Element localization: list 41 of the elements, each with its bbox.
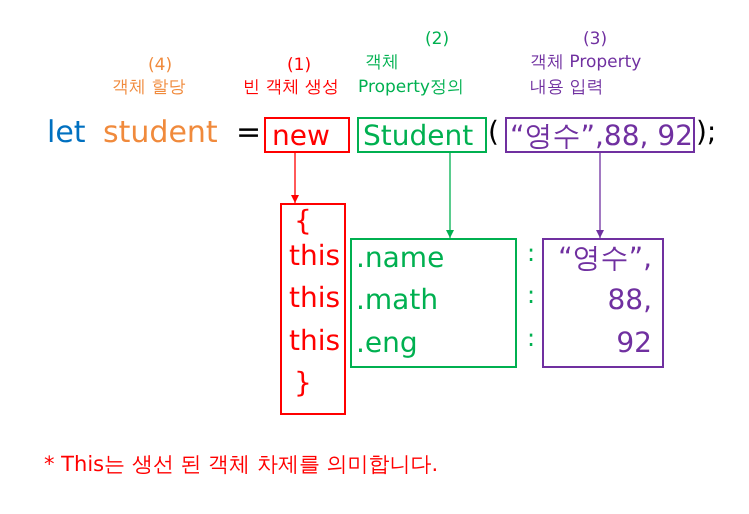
value-text: 92	[616, 327, 652, 360]
property-text: .math	[356, 284, 438, 316]
value-text: “영수”,	[558, 242, 652, 274]
colon: :	[527, 325, 536, 353]
step-caption: Property정의	[358, 78, 464, 98]
code-box	[542, 238, 664, 368]
property-text: .name	[356, 242, 444, 274]
variable-text: student	[103, 116, 218, 150]
colon: :	[527, 282, 536, 310]
keyword-text: this	[289, 325, 340, 358]
keyword-text: new	[272, 120, 330, 152]
code-box	[357, 117, 487, 153]
step-number: (1)	[287, 56, 312, 76]
arrow	[596, 153, 604, 238]
footnote: * This는 생선 된 객체 차제를 의미합니다.	[44, 452, 438, 476]
argument-text: “영수”,88, 92	[510, 120, 693, 152]
arrow	[291, 153, 299, 203]
colon: :	[527, 240, 536, 268]
step-caption: 빈 객체 생성	[243, 78, 339, 98]
keyword-text: let	[47, 116, 86, 150]
code-box	[280, 203, 346, 415]
parenthesis: );	[696, 116, 716, 148]
operator-text: =	[236, 116, 262, 150]
code-box	[350, 238, 517, 368]
arrow	[446, 153, 454, 238]
value-text: 88,	[607, 284, 652, 316]
property-text: .eng	[356, 327, 418, 360]
brace: }	[294, 367, 312, 400]
step-number: (2)	[425, 30, 450, 50]
step-number: (4)	[148, 56, 172, 76]
step-caption: 객체	[365, 53, 399, 73]
step-number: (3)	[583, 30, 608, 50]
step-caption: 객체 Property	[530, 53, 642, 73]
keyword-text: this	[289, 240, 340, 272]
parenthesis: (	[488, 116, 499, 148]
step-caption: 객체 할당	[112, 78, 186, 98]
brace: {	[294, 205, 312, 238]
class-name-text: Student	[363, 120, 474, 152]
code-box	[264, 117, 350, 153]
keyword-text: this	[289, 282, 340, 314]
step-caption: 내용 입력	[530, 78, 604, 98]
